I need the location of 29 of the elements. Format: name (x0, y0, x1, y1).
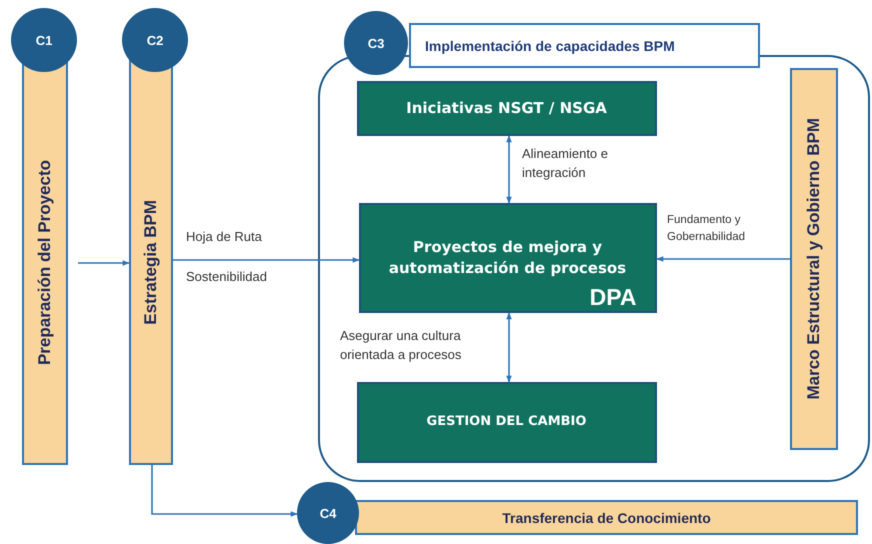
arrow (506, 312, 512, 383)
arrow (656, 256, 790, 262)
box-title: Iniciativas NSGT / NSGA (405, 98, 608, 118)
box-title: Transferencia de Conocimiento (502, 510, 711, 526)
arrow (506, 135, 512, 204)
box-title: GESTION DEL CAMBIO (426, 412, 588, 431)
step-number: C3 (368, 36, 384, 50)
step-circle (297, 482, 359, 544)
box-title: Proyectos de mejora y automatización de procesos (388, 236, 628, 278)
container-box (318, 55, 870, 482)
phase-bar (129, 60, 173, 465)
framework-bar (790, 68, 838, 450)
process-box (356, 80, 656, 136)
process-box (358, 202, 656, 312)
box-title: Implementación de capacidades BPM (425, 38, 675, 54)
header-box (409, 23, 760, 68)
step-number: C4 (320, 506, 336, 520)
process-box (356, 382, 656, 462)
step-number: C1 (36, 32, 52, 48)
step-number: C2 (146, 32, 164, 48)
vertical-label: Estrategia BPM (141, 200, 161, 325)
vertical-label: Preparación del Proyecto (35, 160, 55, 366)
arrow (78, 260, 130, 266)
vertical-label: Marco Estructural y Gobierno BPM (804, 118, 824, 400)
arrow (173, 257, 360, 263)
arrow (151, 465, 298, 517)
phase-bar (22, 60, 68, 465)
acronym: DPA (590, 284, 636, 310)
phase-bar (355, 500, 858, 535)
